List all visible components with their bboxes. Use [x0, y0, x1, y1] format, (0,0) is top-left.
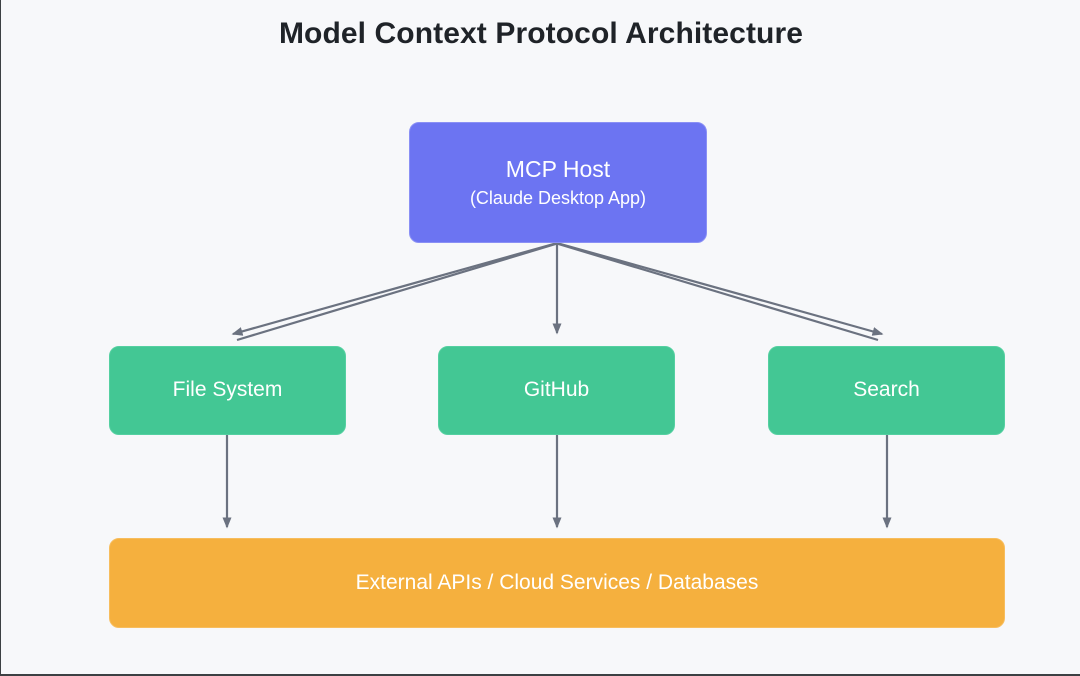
node-github[interactable]: GitHub	[438, 346, 675, 435]
node-file-system-label: File System	[172, 378, 283, 402]
page-title: Model Context Protocol Architecture	[278, 17, 804, 50]
edge-host-to-filesystem	[231, 241, 560, 342]
node-search[interactable]: Search	[768, 346, 1005, 435]
node-github-label: GitHub	[523, 378, 590, 402]
node-external-resources[interactable]: External APIs / Cloud Services / Databas…	[109, 538, 1005, 628]
node-mcp-host[interactable]: MCP Host (Claude Desktop App)	[409, 122, 707, 243]
node-mcp-host-label: MCP Host	[505, 156, 611, 183]
node-external-resources-label: External APIs / Cloud Services / Databas…	[355, 570, 759, 594]
node-file-system[interactable]: File System	[109, 346, 346, 435]
node-mcp-host-sublabel: (Claude Desktop App)	[469, 188, 647, 209]
edge-host-to-search	[554, 241, 884, 342]
node-search-label: Search	[853, 378, 920, 402]
